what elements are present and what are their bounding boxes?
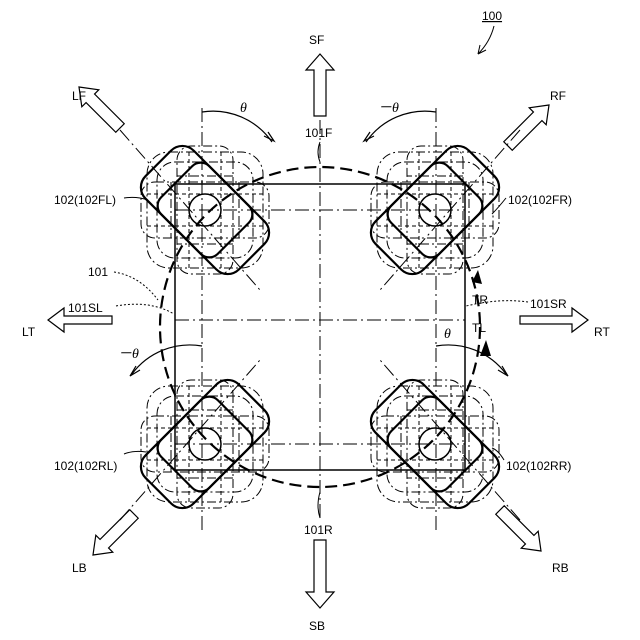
label-rt: RT — [594, 325, 610, 339]
label-102fl: 102(102FL) — [54, 193, 116, 207]
label-rb: RB — [552, 561, 569, 575]
label-102rr: 102(102RR) — [506, 459, 571, 473]
arrow-sf — [306, 54, 334, 116]
leader-101sl — [116, 304, 174, 314]
leader-102rl — [124, 451, 146, 454]
leader-101 — [114, 272, 158, 300]
label-rf: RF — [550, 89, 566, 103]
arrow-rb — [492, 502, 550, 560]
arrow-rt — [520, 308, 588, 332]
label-101f: 101F — [305, 126, 332, 140]
label-lf: LF — [72, 89, 86, 103]
label-101r: 101R — [304, 523, 333, 537]
label-sf: SF — [309, 33, 324, 47]
angle-fr: －θ — [378, 101, 399, 116]
arrow-lf — [71, 79, 129, 137]
angle-rl: －θ — [118, 347, 139, 362]
label-tl: TL — [472, 321, 486, 335]
label-101sr: 101SR — [530, 297, 567, 311]
arrow-sb — [306, 540, 334, 608]
label-101sl: 101SL — [68, 301, 103, 315]
angle-fl: θ — [240, 101, 247, 116]
turn-right-arrowhead — [472, 270, 482, 284]
arrow-rf — [500, 97, 558, 155]
angle-rr: θ — [444, 327, 451, 342]
centerlines — [120, 108, 520, 530]
label-102fr: 102(102FR) — [508, 193, 572, 207]
figure-leader — [478, 26, 494, 54]
label-sb: SB — [309, 619, 325, 633]
label-101: 101 — [88, 265, 108, 279]
label-lt: LT — [22, 325, 36, 339]
label-lb: LB — [72, 561, 87, 575]
label-tr: TR — [472, 293, 488, 307]
arrow-lb — [85, 506, 143, 564]
figure-number: 100 — [482, 9, 502, 23]
label-102rl: 102(102RL) — [54, 459, 117, 473]
